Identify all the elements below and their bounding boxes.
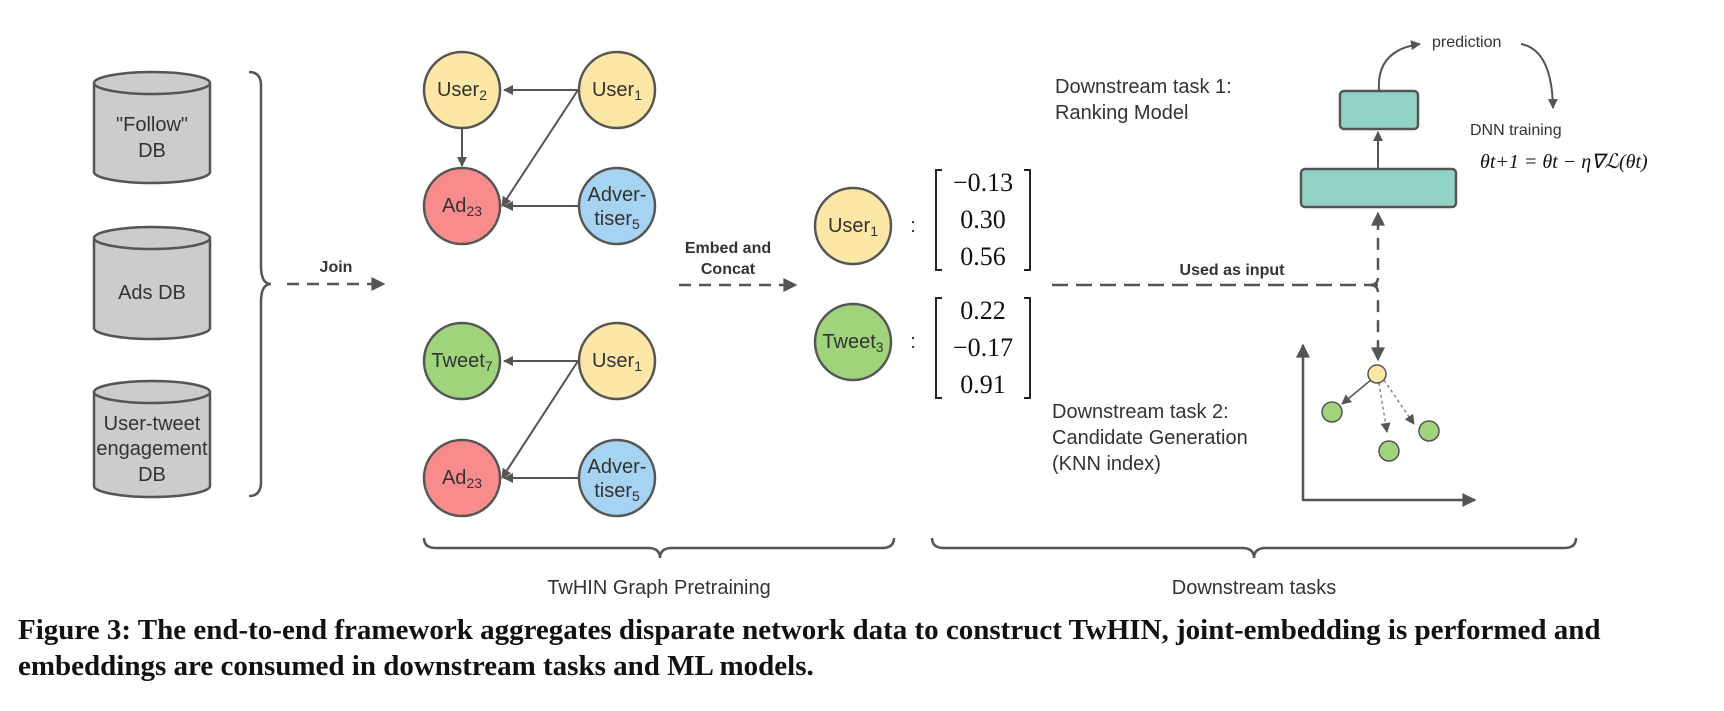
vector-user1-right-bracket	[1024, 169, 1031, 271]
node-advertiser5-label-line2: tiser5	[594, 208, 640, 232]
knn-link-1	[1341, 378, 1373, 405]
graph-bottom: Tweet7 User1 Ad23 Adver- tiser5	[422, 321, 657, 518]
node-tweet7	[422, 321, 502, 401]
dnn-layer-narrow	[1338, 89, 1420, 131]
knn-candidate-point	[1418, 420, 1440, 442]
node-advertiser5-bottom-label-line1: Adver-	[588, 456, 647, 478]
join-label: Join	[320, 259, 353, 276]
graph-top: User2 User1 Ad23 Adver- tiser5	[422, 50, 657, 246]
ads-db-label: Ads DB	[118, 282, 186, 304]
knn-query-point	[1367, 364, 1387, 384]
update-formula: θt+1 = θt − η∇ℒ(θt)	[1480, 151, 1648, 173]
vector-user1-value-3: 0.56	[960, 242, 1006, 271]
node-advertiser5-bottom	[577, 438, 657, 518]
task1-title: Downstream task 1:	[1055, 76, 1232, 98]
knn-plot	[1296, 343, 1477, 507]
task2-title: Downstream task 2:	[1052, 401, 1229, 423]
node-user1-label: User1	[592, 79, 642, 103]
training-arrow	[1520, 43, 1558, 109]
engagement-db-label-line2: engagement	[96, 438, 208, 460]
node-user1-bottom	[577, 321, 657, 401]
vector-tweet3-right-bracket	[1024, 297, 1031, 399]
node-advertiser5-bottom-label-line2: tiser5	[594, 480, 640, 504]
knn-link-3	[1383, 379, 1415, 425]
task2-subtitle: Candidate Generation	[1052, 427, 1248, 449]
vector-user1-value-2: 0.30	[960, 205, 1006, 234]
follow-db-label-line1: "Follow"	[116, 114, 188, 136]
pretraining-brace	[422, 537, 896, 559]
node-user1-bottom-label: User1	[592, 350, 642, 374]
embedding-tweet3: Tweet3 : 0.22 −0.17 0.91	[813, 296, 1031, 399]
node-ad23	[422, 166, 502, 246]
embedding-tweet3-colon: :	[910, 331, 916, 353]
knn-candidate-point	[1321, 401, 1343, 423]
prediction-label: prediction	[1432, 34, 1501, 51]
edge-user1-ad23	[501, 89, 579, 207]
task2-detail: (KNN index)	[1052, 453, 1161, 475]
knn-link-2	[1378, 382, 1391, 433]
node-ad23-label: Ad23	[442, 195, 482, 219]
engagement-db: User-tweet engagement DB	[92, 379, 212, 499]
downstream-label: Downstream tasks	[1172, 577, 1337, 599]
task1-subtitle: Ranking Model	[1055, 102, 1188, 124]
used-as-input-branch-down	[1369, 283, 1385, 362]
engagement-db-label-line1: User-tweet	[104, 413, 201, 435]
vector-user1-value-1: −0.13	[953, 168, 1013, 197]
embedding-user1-node	[813, 186, 893, 266]
figure-caption: Figure 3: The end-to-end framework aggre…	[18, 614, 1601, 682]
node-user2	[422, 50, 502, 130]
vector-tweet3-value-1: 0.22	[960, 296, 1006, 325]
prediction-arrow	[1377, 40, 1421, 92]
vector-tweet3-left-bracket	[935, 297, 942, 399]
engagement-db-label-line3: DB	[138, 464, 166, 486]
vector-tweet3-value-2: −0.17	[953, 333, 1013, 362]
embedding-user1-label: User1	[828, 215, 878, 239]
used-as-input-label: Used as input	[1180, 262, 1286, 279]
node-advertiser5	[577, 166, 657, 246]
dnn-training-label: DNN training	[1470, 122, 1562, 139]
knn-candidate-point	[1378, 440, 1400, 462]
node-tweet7-label: Tweet7	[431, 350, 492, 374]
node-user1	[577, 50, 657, 130]
ads-db: Ads DB	[92, 225, 212, 341]
embed-label-line2: Concat	[701, 261, 756, 278]
node-advertiser5-label-line1: Adver-	[588, 184, 647, 206]
dnn-layer-wide	[1299, 167, 1458, 209]
used-as-input-branch-up	[1369, 211, 1385, 287]
embedding-user1: User1 : −0.13 0.30 0.56	[813, 168, 1031, 271]
embedding-user1-colon: :	[910, 215, 916, 237]
vector-user1-left-bracket	[935, 169, 942, 271]
follow-db-label-line2: DB	[138, 140, 166, 162]
downstream-brace	[930, 537, 1578, 559]
node-ad23-bottom-label: Ad23	[442, 467, 482, 491]
pretraining-label: TwHIN Graph Pretraining	[547, 577, 770, 599]
node-ad23-bottom	[422, 438, 502, 518]
embedding-tweet3-node	[813, 302, 893, 382]
node-user2-label: User2	[437, 79, 487, 103]
vector-tweet3-value-3: 0.91	[960, 370, 1006, 399]
embed-label-line1: Embed and	[685, 240, 771, 257]
follow-db: "Follow" DB	[92, 70, 212, 185]
db-brace	[248, 70, 272, 498]
embedding-tweet3-label: Tweet3	[822, 331, 883, 355]
edge-user1-ad23-bottom	[501, 360, 579, 479]
